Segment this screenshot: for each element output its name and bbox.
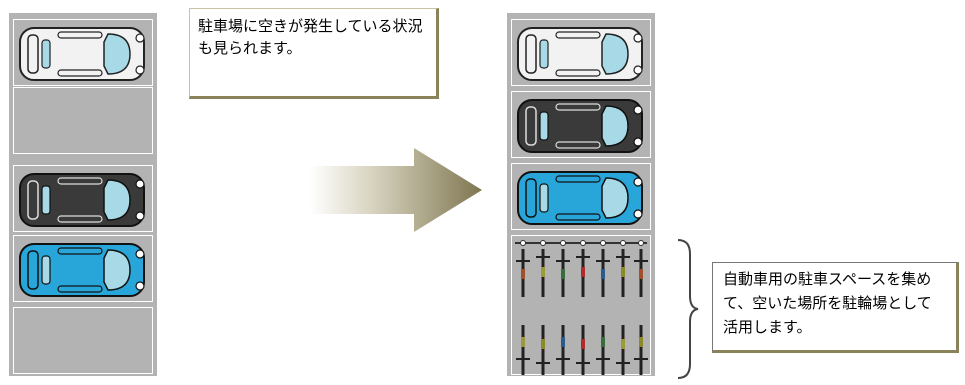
arrow-icon [310, 148, 482, 232]
parking-lot-before [7, 11, 159, 378]
parking-slot-empty [13, 87, 153, 154]
callout-vacancy-note: 駐車場に空きが発生している状況も見られます。 [189, 8, 439, 99]
parking-lot-after [505, 11, 657, 378]
parking-slot-occupied-white [511, 19, 651, 86]
parking-slot-occupied-blue [13, 235, 153, 302]
parking-slot-empty [13, 165, 153, 232]
car-icon-black [517, 99, 643, 153]
parking-slot-empty [13, 307, 153, 374]
car-icon-white [517, 27, 643, 81]
callout-bicycle-parking-note: 自動車用の駐車スペースを集めて、空いた場所を駐輪場として活用します。 [712, 262, 959, 353]
bicycle-rack-top [515, 240, 648, 297]
brace-icon [677, 239, 699, 379]
bicycle-icon [516, 240, 648, 297]
parking-slot-occupied-blue [511, 163, 651, 230]
parking-slot-occupied-black [511, 91, 651, 158]
bicycle-rack-bottom [516, 325, 648, 375]
bicycle-icon [516, 325, 648, 375]
car-icon-blue [517, 171, 643, 225]
car-icon-blue [19, 243, 145, 297]
parking-slot-occupied-white [13, 19, 153, 86]
car-icon-black [19, 173, 145, 227]
bicycle-parking-area [511, 235, 651, 375]
car-icon-white [19, 27, 145, 81]
